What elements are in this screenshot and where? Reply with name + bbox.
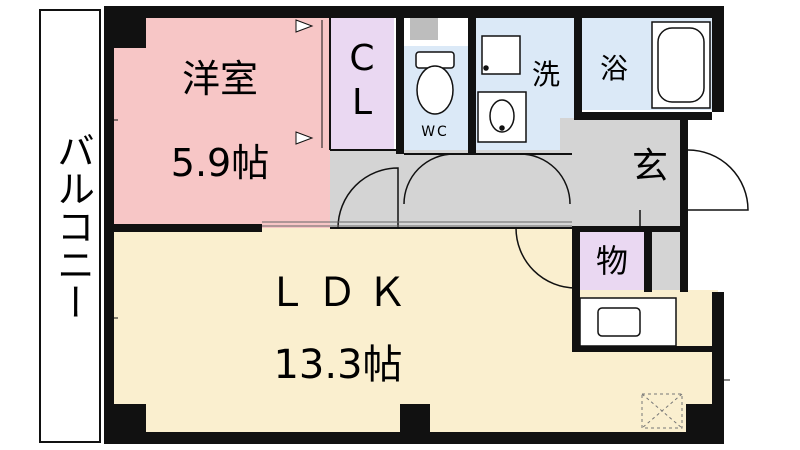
western-room-floor: [112, 10, 330, 228]
washroom-fixtures: [477, 35, 527, 143]
shaft-box: [410, 18, 438, 40]
hall-floor: [560, 118, 622, 228]
western-room-size: 5.9帖: [171, 141, 269, 185]
toilet-fixture: [415, 51, 455, 115]
fridge-space: [641, 393, 683, 429]
toilet-label: WC: [421, 124, 449, 140]
window-marks: [104, 119, 730, 381]
kitchen-sink: [579, 297, 677, 347]
closet-door-marks: [295, 19, 323, 148]
ldk-floor: [112, 228, 578, 442]
door-swings: [337, 149, 749, 289]
closet-label-c: C: [349, 38, 374, 79]
bathroom-label: 浴: [600, 52, 628, 85]
balcony-area: [39, 9, 101, 443]
balcony-label: バルコニー: [51, 131, 95, 321]
ldk-label: ＬＤＫ: [267, 270, 417, 316]
partitions: [111, 18, 572, 229]
closet-floor: [330, 18, 394, 150]
entrance-label: 玄: [632, 146, 668, 187]
ldk-size: 13.3帖: [273, 342, 402, 388]
western-room-label: 洋室: [182, 57, 258, 101]
washroom-label: 洗: [532, 58, 560, 91]
corridor-floor: [330, 150, 592, 228]
shoe-box-floor: [652, 228, 680, 290]
closet-label-l: L: [352, 82, 372, 123]
storage-floor: [580, 228, 644, 290]
storage-label: 物: [596, 242, 628, 280]
entrance-floor: [618, 118, 680, 228]
bathtub: [651, 21, 711, 109]
